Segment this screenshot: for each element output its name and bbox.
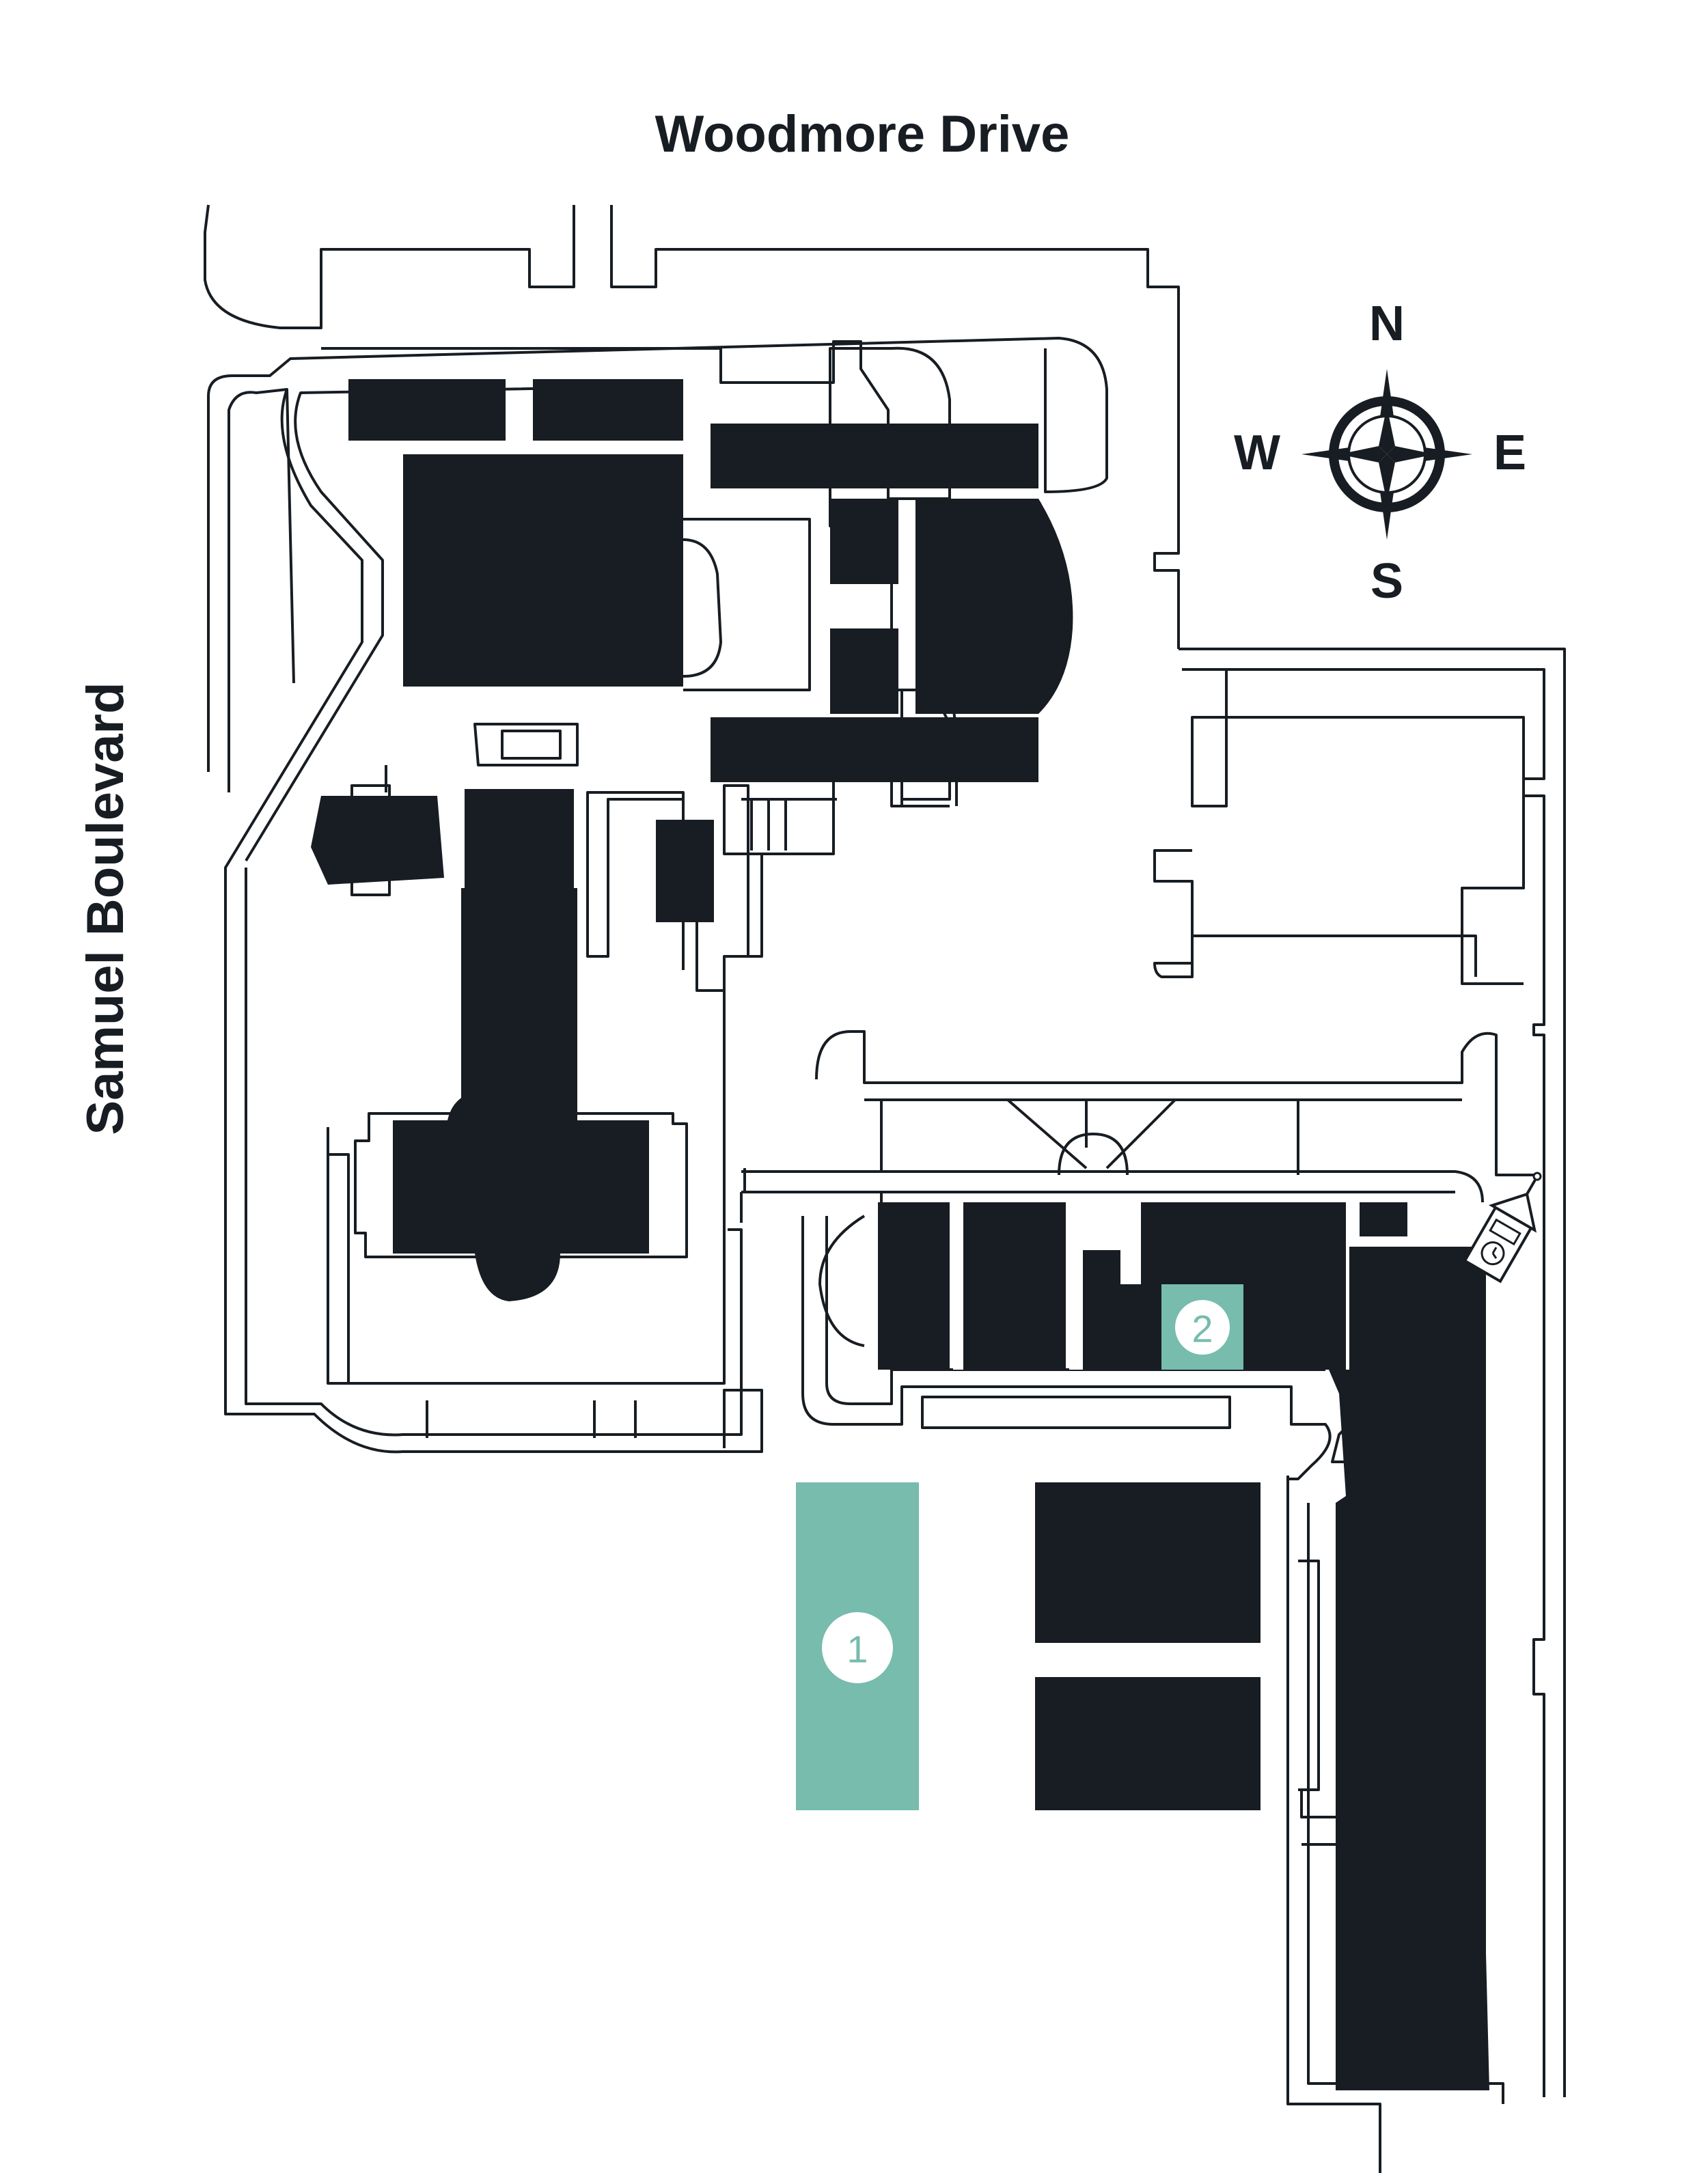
building: [711, 717, 1038, 782]
building: [393, 1090, 649, 1301]
compass-e-label: E: [1493, 426, 1526, 480]
compass-rose: N S W E: [1234, 296, 1526, 609]
building: [1035, 1482, 1261, 1643]
marker-1-circle: [822, 1612, 893, 1683]
building: [915, 499, 1073, 714]
building: [711, 424, 1038, 488]
building: [533, 379, 683, 441]
building: [1329, 1247, 1489, 2090]
building: [963, 1202, 1066, 1370]
building: [465, 789, 574, 888]
building: [830, 628, 898, 714]
building: [1360, 1202, 1407, 1236]
building: [311, 796, 444, 885]
compass-s-label: S: [1370, 554, 1403, 609]
building-notches: [950, 1202, 1141, 1370]
marker-2-label[interactable]: 2: [1192, 1307, 1213, 1351]
street-label-samuel-boulevard: Samuel Boulevard: [77, 682, 135, 1135]
compass-w-label: W: [1234, 426, 1280, 480]
clock-tower-icon: [1463, 1172, 1542, 1284]
buildings: [311, 379, 1489, 2090]
building: [348, 379, 506, 441]
building: [656, 820, 714, 922]
marker-2-circle: [1175, 1300, 1230, 1355]
highlighted-buildings: 1 2: [796, 1284, 1243, 1810]
building: [403, 454, 683, 687]
building: [878, 1202, 950, 1370]
building: [830, 499, 898, 584]
compass-n-label: N: [1369, 296, 1405, 351]
compass-icon: [1301, 369, 1472, 540]
marker-1-label[interactable]: 1: [846, 1628, 868, 1671]
street-label-woodmore-drive: Woodmore Drive: [655, 105, 1070, 163]
building: [1035, 1677, 1261, 1810]
